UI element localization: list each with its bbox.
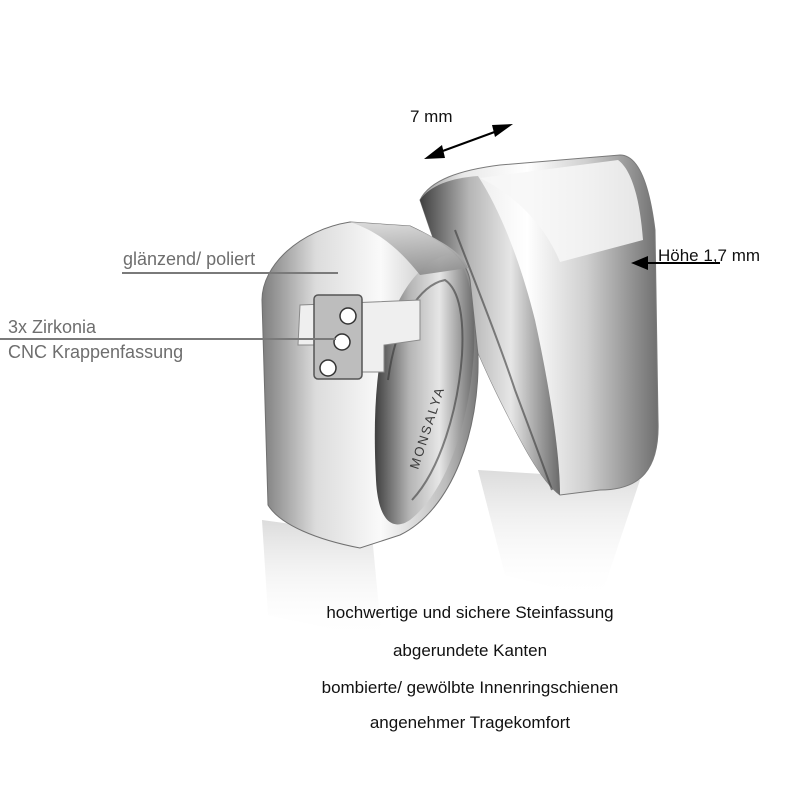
zirconia-stone <box>319 359 337 377</box>
setting-label: CNC Krappenfassung <box>8 342 184 362</box>
ring-with-stones: MONSALYA <box>261 221 479 549</box>
height-label: Höhe 1,7 mm <box>658 246 761 265</box>
finish-label: glänzend/ poliert <box>123 249 256 269</box>
zirconia-stone <box>339 307 357 325</box>
feature-item: abgerundete Kanten <box>392 641 548 660</box>
width-label: 7 mm <box>410 107 453 126</box>
rings-reflection <box>262 470 640 640</box>
width-arrow <box>424 124 513 159</box>
zirconia-stone <box>333 333 351 351</box>
feature-item: hochwertige und sichere Steinfassung <box>326 603 614 622</box>
height-arrow <box>631 256 720 270</box>
feature-item: angenehmer Tragekomfort <box>369 713 571 732</box>
stones-label: 3x Zirkonia <box>8 317 97 337</box>
feature-item: bombierte/ gewölbte Innenringschienen <box>321 678 619 697</box>
